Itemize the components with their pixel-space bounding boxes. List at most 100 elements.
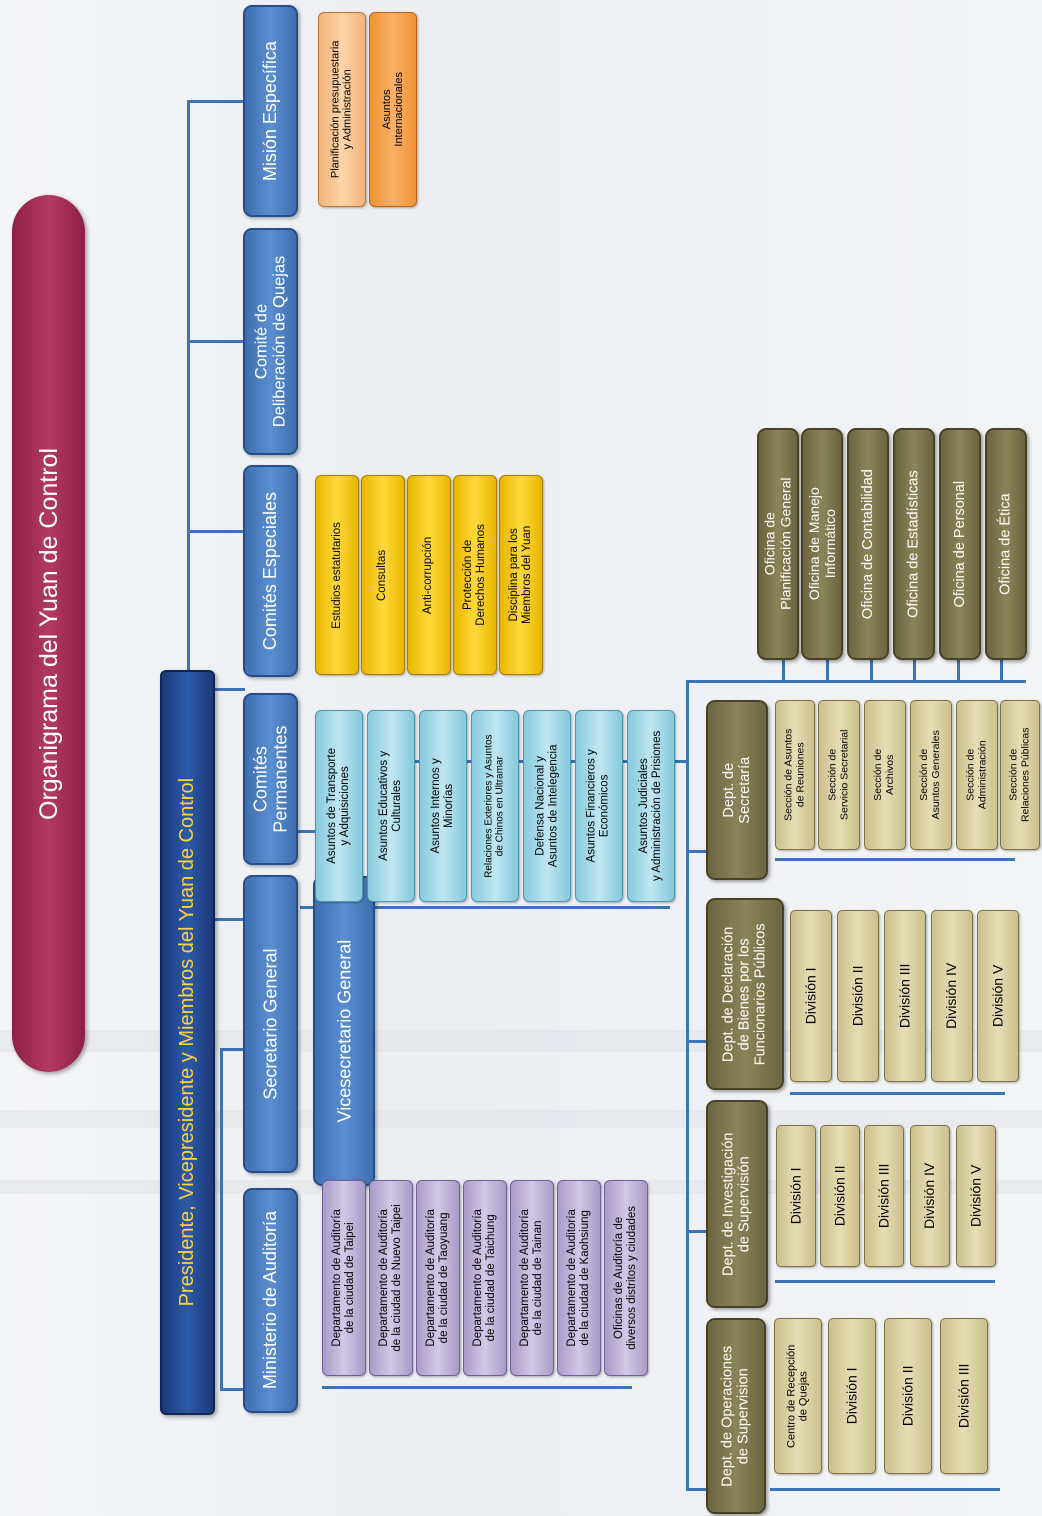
oficina-label: Oficina de Planificación General xyxy=(761,477,794,611)
dept-operaciones-label: Dept. de Operaciones de Supervision xyxy=(719,1345,752,1487)
mision-label: Misión Específica xyxy=(260,40,281,182)
permanentes-label: Comités Permanentes xyxy=(250,725,291,833)
division-box: División IV xyxy=(931,910,973,1082)
section-box: Sección de Asuntos de Reuniones xyxy=(775,700,815,850)
oficina-label: Oficina de Manejo Informático xyxy=(805,487,837,601)
chart-title-text: Organigrama del Yuan de Control xyxy=(34,447,63,820)
permanentes-item: Asuntos Educativos y Culturales xyxy=(367,710,415,902)
ministerio-label: Ministerio de Auditoría xyxy=(260,1211,281,1390)
oficina-label: Oficina de Ética xyxy=(997,493,1014,595)
division-label: División IV xyxy=(921,1162,938,1230)
division-label: División III xyxy=(875,1163,892,1229)
dept-investigacion-label: Dept. de Investigación de Supervisión xyxy=(720,1132,754,1276)
oficina-label: Oficina de Estadísticas xyxy=(905,470,922,618)
division-box: División IV xyxy=(910,1125,950,1267)
section-box: Sección de Administración xyxy=(956,700,998,850)
especiales-box: Comités Especiales xyxy=(243,465,298,677)
section-label: Sección de Administración xyxy=(964,740,988,810)
especiales-item: Protección de Derechos Humanos xyxy=(453,475,497,675)
division-box: División III xyxy=(940,1318,988,1474)
chart-title: Organigrama del Yuan de Control xyxy=(12,195,85,1072)
permanentes-item-label: Asuntos Educativos y Culturales xyxy=(378,751,404,861)
dept-declaracion-label: Dept. de Declaración de Bienes por los F… xyxy=(720,923,770,1065)
especiales-item: Estudios estatutarios xyxy=(315,475,359,675)
ministerio-item-label: Departamento de Auditoría de la ciudad d… xyxy=(472,1209,498,1347)
division-box: División V xyxy=(977,910,1019,1082)
ministerio-item-label: Departamento de Auditoría de la ciudad d… xyxy=(566,1209,592,1347)
section-label: Sección de Archivos xyxy=(872,749,897,801)
permanentes-box: Comités Permanentes xyxy=(243,693,298,865)
division-label: División I xyxy=(787,1167,804,1225)
president-text: Presidente, Vicepresidente y Miembros de… xyxy=(176,778,199,1307)
division-box: División III xyxy=(884,910,926,1082)
permanentes-item: Asuntos Judiciales y Administración de P… xyxy=(627,710,675,902)
section-box: Sección de Asuntos Generales xyxy=(910,700,952,850)
oficina-box: Oficina de Ética xyxy=(985,428,1027,660)
division-label: División IV xyxy=(943,962,960,1030)
division-box: División II xyxy=(837,910,879,1082)
division-label: División II xyxy=(849,965,866,1027)
especiales-item-label: Consultas xyxy=(376,549,389,601)
division-box: División V xyxy=(956,1125,996,1267)
oficina-box: Oficina de Contabilidad xyxy=(847,428,889,660)
division-label: División II xyxy=(831,1165,848,1227)
especiales-item: Anti-corrupción xyxy=(407,475,451,675)
section-label: Sección de Asuntos de Reuniones xyxy=(782,728,807,822)
deliberacion-box: Comité de Deliberación de Quejas xyxy=(243,228,298,455)
ministerio-item: Departamento de Auditoría de la ciudad d… xyxy=(557,1180,601,1376)
oficina-label: Oficina de Personal xyxy=(951,480,968,608)
permanentes-item-label: Asuntos Financieros y Económicos xyxy=(586,749,612,863)
division-label: División V xyxy=(989,964,1006,1028)
ministerio-item: Departamento de Auditoría de la ciudad d… xyxy=(416,1180,460,1376)
oficina-box: Oficina de Manejo Informático xyxy=(801,428,843,660)
ministerio-item: Oficinas de Auditoría de diversos distri… xyxy=(604,1180,648,1376)
division-box: División I xyxy=(790,910,832,1082)
ministerio-box: Ministerio de Auditoría xyxy=(243,1188,298,1413)
division-box: División III xyxy=(864,1125,904,1267)
section-label: Sección de Relaciones Públicas xyxy=(1007,727,1031,823)
ministerio-item-label: Departamento de Auditoría de la ciudad d… xyxy=(331,1209,357,1347)
president-box: Presidente, Vicepresidente y Miembros de… xyxy=(160,670,215,1415)
mision-item-label: Asuntos Internacionales xyxy=(380,72,406,147)
division-box: Centro de Recepción de Quejas xyxy=(774,1318,822,1474)
division-box: División II xyxy=(884,1318,932,1474)
section-box: Sección de Archivos xyxy=(864,700,906,850)
ministerio-item: Departamento de Auditoría de la ciudad d… xyxy=(369,1180,413,1376)
dept-operaciones: Dept. de Operaciones de Supervision xyxy=(706,1318,766,1514)
mision-box: Misión Específica xyxy=(243,5,298,217)
section-box: Sección de Servicio Secretarial xyxy=(818,700,860,850)
division-box: División I xyxy=(776,1125,816,1267)
ministerio-item-label: Departamento de Auditoría de la ciudad d… xyxy=(425,1209,451,1347)
especiales-item-label: Anti-corrupción xyxy=(422,536,435,614)
permanentes-item-label: Asuntos Internos y Minorías xyxy=(430,758,455,854)
vicesecretario-box: Vicesecretario General xyxy=(313,876,375,1186)
dept-declaracion: Dept. de Declaración de Bienes por los F… xyxy=(706,898,784,1090)
section-box: Sección de Relaciones Públicas xyxy=(1000,700,1040,850)
ministerio-item: Departamento de Auditoría de la ciudad d… xyxy=(322,1180,366,1376)
division-label: División III xyxy=(955,1363,972,1429)
permanentes-item: Relaciones Exteriores y Asuntos de Chino… xyxy=(471,710,519,902)
ministerio-item-label: Departamento de Auditoría de la ciudad d… xyxy=(519,1209,545,1347)
permanentes-item-label: Asuntos Judiciales y Administración de P… xyxy=(638,730,663,882)
permanentes-item-label: Defensa Nacional y Asuntos de Intelegenc… xyxy=(534,744,560,868)
section-label: Sección de Servicio Secretarial xyxy=(826,729,851,821)
vicesecretario-label: Vicesecretario General xyxy=(333,939,354,1123)
oficina-label: Oficina de Contabilidad xyxy=(859,469,876,619)
mision-item: Asuntos Internacionales xyxy=(369,12,417,207)
especiales-item: Disciplina para los Miembros del Yuan xyxy=(499,475,543,675)
deliberacion-label: Comité de Deliberación de Quejas xyxy=(252,255,289,428)
division-label: Centro de Recepción de Quejas xyxy=(785,1344,810,1448)
mision-item: Planificación presupuestaria y Administr… xyxy=(318,12,366,207)
especiales-item-label: Estudios estatutarios xyxy=(330,521,343,629)
secretario-box: Secretario General xyxy=(243,875,298,1173)
permanentes-item: Asuntos Internos y Minorías xyxy=(419,710,467,902)
division-box: División II xyxy=(820,1125,860,1267)
dept-secretaria-label: Dept. de Secretaría xyxy=(720,756,753,824)
division-box: División I xyxy=(828,1318,876,1474)
oficina-box: Oficina de Planificación General xyxy=(757,428,799,660)
mision-item-label: Planificación presupuestaria y Administr… xyxy=(329,40,354,179)
permanentes-item-label: Relaciones Exteriores y Asuntos de Chino… xyxy=(483,734,506,878)
especiales-item: Consultas xyxy=(361,475,405,675)
ministerio-item-label: Departamento de Auditoría de la ciudad d… xyxy=(378,1204,404,1352)
division-label: División V xyxy=(967,1164,984,1228)
